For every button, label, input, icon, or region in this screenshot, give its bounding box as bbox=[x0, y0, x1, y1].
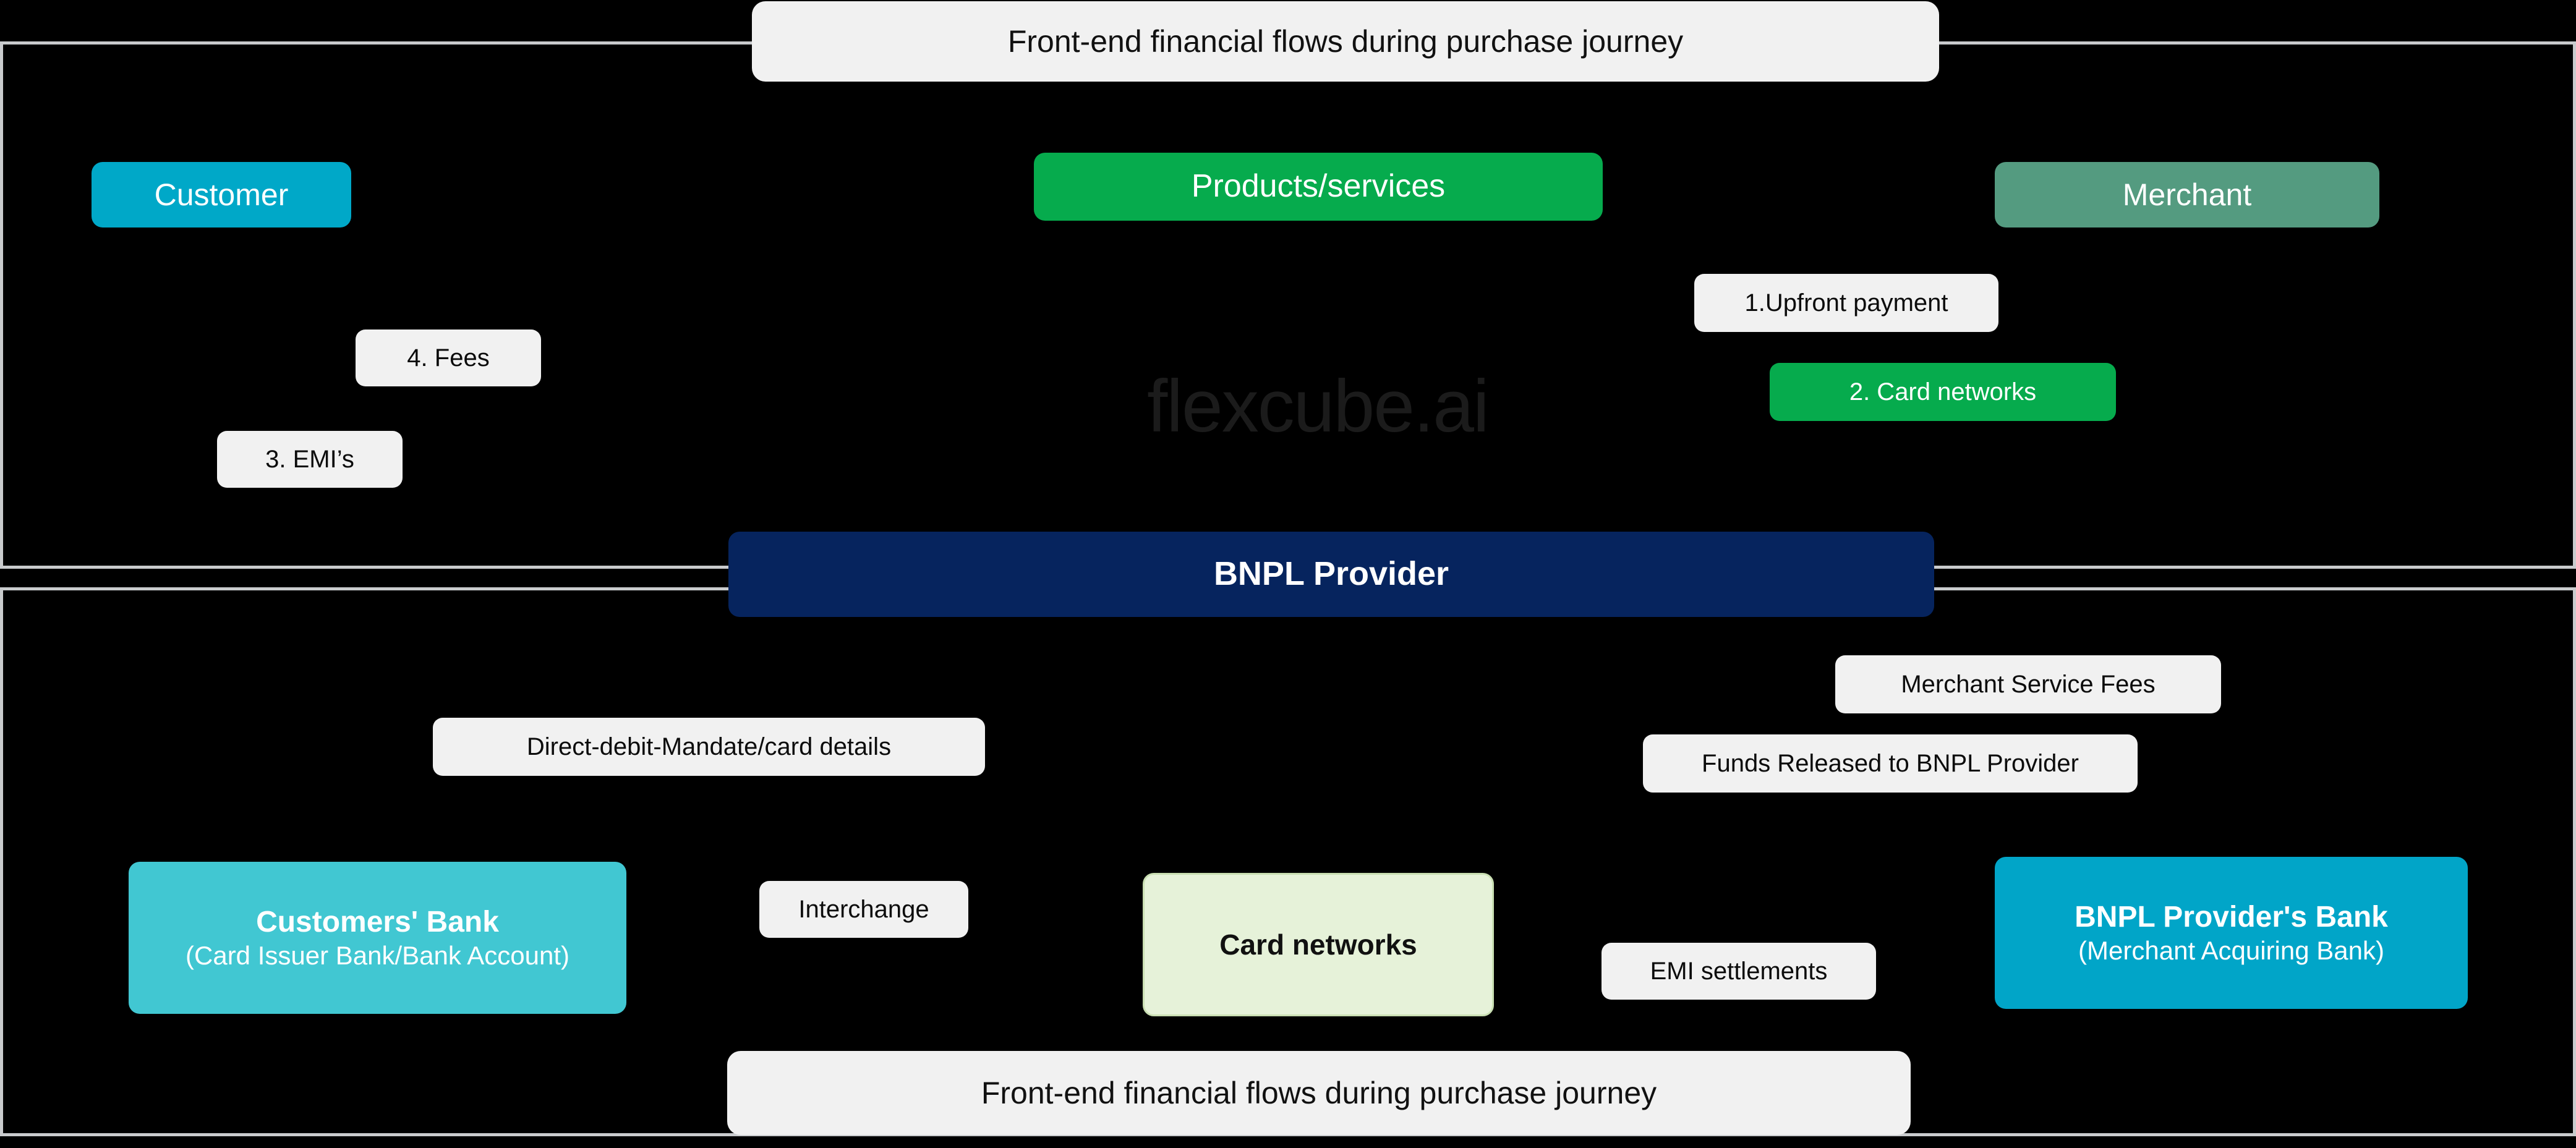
upper-section-panel bbox=[0, 41, 2576, 569]
top-banner: Front-end financial flows during purchas… bbox=[752, 1, 1939, 82]
customers-bank-subtitle: (Card Issuer Bank/Bank Account) bbox=[186, 940, 569, 970]
bnpl-provider-bank-subtitle: (Merchant Acquiring Bank) bbox=[2078, 935, 2384, 965]
bnpl-provider-bank-title: BNPL Provider's Bank bbox=[2075, 900, 2388, 933]
flexcube-watermark: flexcube.ai bbox=[1147, 365, 1490, 448]
flow-chip-funds-released[interactable]: Funds Released to BNPL Provider bbox=[1643, 734, 2138, 793]
flow-chip-card-networks-step[interactable]: 2. Card networks bbox=[1770, 363, 2116, 421]
node-merchant[interactable]: Merchant bbox=[1995, 162, 2379, 227]
flow-chip-interchange[interactable]: Interchange bbox=[759, 881, 968, 938]
customers-bank-title: Customers' Bank bbox=[256, 905, 499, 938]
bottom-banner: Front-end financial flows during purchas… bbox=[727, 1051, 1911, 1135]
flow-chip-fees[interactable]: 4. Fees bbox=[356, 330, 541, 386]
flow-chip-direct-debit-mandate[interactable]: Direct-debit-Mandate/card details bbox=[433, 718, 985, 776]
node-bnpl-provider-bank[interactable]: BNPL Provider's Bank (Merchant Acquiring… bbox=[1995, 857, 2468, 1009]
flow-chip-emis[interactable]: 3. EMI’s bbox=[217, 431, 403, 488]
flow-chip-emi-settlements[interactable]: EMI settlements bbox=[1601, 943, 1876, 1000]
flow-chip-upfront-payment[interactable]: 1.Upfront payment bbox=[1694, 274, 1998, 332]
node-card-networks[interactable]: Card networks bbox=[1143, 873, 1494, 1016]
flow-chip-merchant-service-fees[interactable]: Merchant Service Fees bbox=[1835, 655, 2221, 713]
node-customers-bank[interactable]: Customers' Bank (Card Issuer Bank/Bank A… bbox=[129, 862, 626, 1014]
node-customer[interactable]: Customer bbox=[92, 162, 351, 227]
node-products-services[interactable]: Products/services bbox=[1034, 153, 1603, 221]
node-bnpl-provider[interactable]: BNPL Provider bbox=[728, 532, 1934, 617]
